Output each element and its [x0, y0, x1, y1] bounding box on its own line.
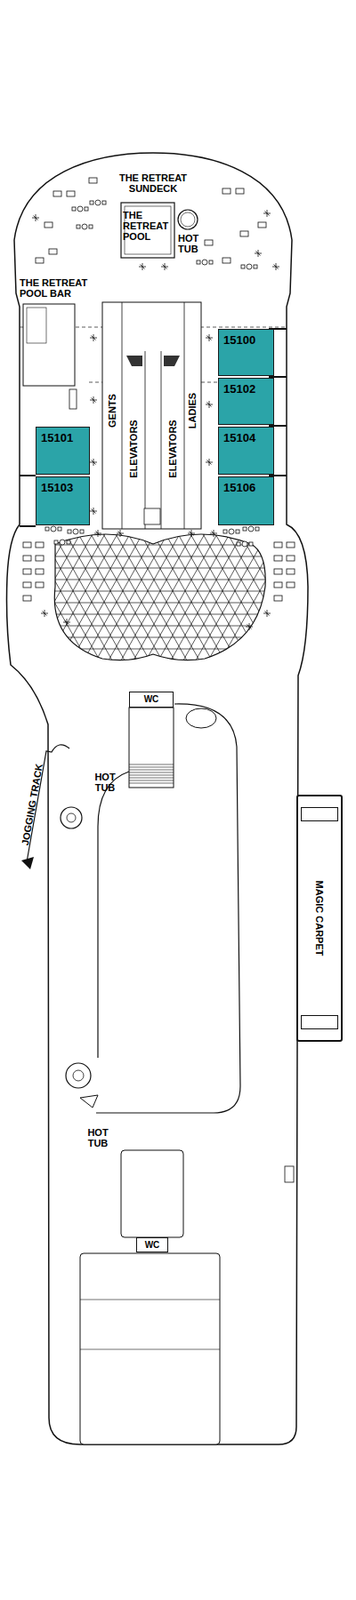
cabin-number: 15101 — [36, 428, 89, 445]
area-name: THE RETREAT SUNDECK — [108, 172, 198, 195]
hot-tub — [60, 808, 82, 830]
cabin-number: 15100 — [218, 330, 274, 348]
deck-structure — [80, 1254, 220, 1447]
area-name: WC — [144, 695, 160, 705]
room-name: GENTS — [106, 394, 118, 429]
restroom-label-box: WC — [129, 692, 174, 709]
cabin-number: 15103 — [36, 477, 89, 495]
area-name: MAGIC CARPET — [314, 881, 325, 958]
cabin-box: 15106 — [218, 477, 275, 526]
hot-tub — [178, 210, 198, 230]
room-name: ELEVATORS — [128, 420, 139, 478]
pool-bar — [23, 304, 75, 387]
amenity-name: HOT TUB — [178, 233, 211, 255]
hot-tub — [65, 1064, 91, 1090]
track-name: JOGGING TRACK — [19, 763, 45, 848]
cabin-box: 15100 — [218, 329, 275, 377]
restroom-label-box: WC — [136, 1238, 169, 1255]
area-name: WC — [145, 1242, 161, 1252]
area-name: THE RETREAT POOL — [122, 210, 173, 243]
stair-block — [129, 708, 174, 789]
cabin-box: 15103 — [35, 477, 90, 526]
jogging-track-inner — [96, 704, 241, 1115]
cabin-box: 15101 — [35, 427, 90, 476]
cabin-box: 15104 — [218, 427, 275, 476]
cabin-number: 15104 — [218, 428, 274, 445]
glass-dome — [54, 534, 266, 662]
stair-block — [121, 1151, 184, 1239]
pool — [121, 202, 175, 259]
area-name: THE RETREAT POOL BAR — [19, 277, 106, 300]
cabin-number: 15106 — [218, 477, 274, 495]
hull-outline — [7, 153, 309, 1447]
cabin-number: 15102 — [218, 379, 274, 397]
room-name: LADIES — [186, 393, 198, 429]
amenity-name: HOT TUB — [81, 1128, 114, 1150]
core — [102, 302, 202, 530]
platform-rail — [300, 1016, 339, 1031]
platform-rail — [300, 808, 339, 823]
cabin-box: 15102 — [218, 378, 275, 426]
amenity-name: HOT TUB — [89, 772, 122, 794]
room-name: ELEVATORS — [167, 420, 178, 478]
magic-carpet-platform: MAGIC CARPET — [296, 795, 343, 1044]
